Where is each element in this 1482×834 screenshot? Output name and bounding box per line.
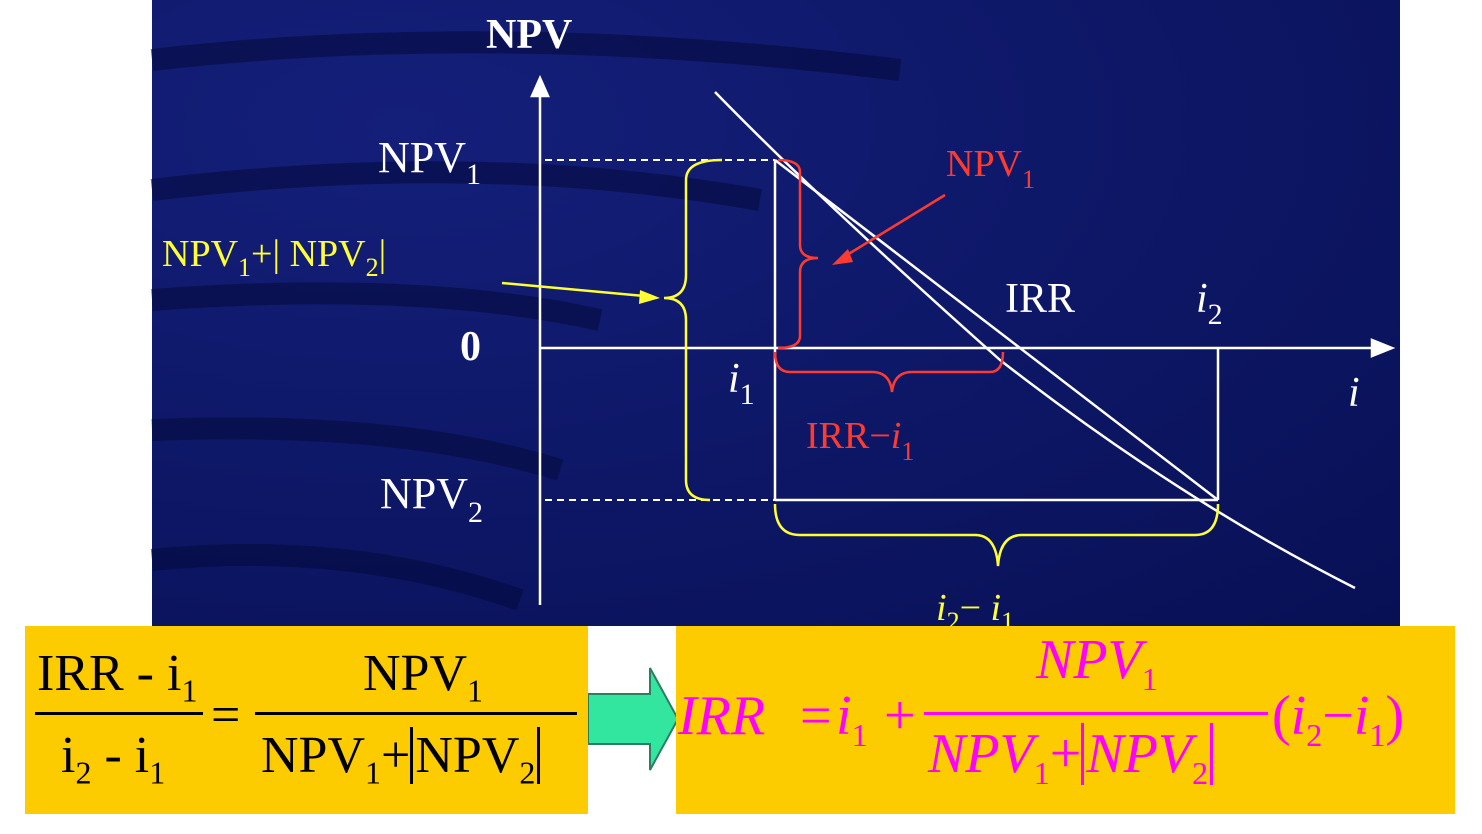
npv-curve [714, 91, 1356, 590]
left-rhs-fraction-bar [255, 712, 577, 715]
y-axis-label: NPV [486, 12, 572, 58]
sum-label: NPV1+| NPV2| [162, 233, 386, 282]
guide-lines [773, 160, 1220, 502]
left-num: IRR - i1 [37, 645, 198, 709]
i2-minus-i1-yellow-brace [773, 503, 1220, 567]
npv1-axis-label: NPV1 [378, 133, 481, 191]
irr-minus-i1-red-brace [773, 351, 1005, 393]
npv1-red-label: NPV1 [946, 143, 1035, 194]
left-rhs-num: NPV1 [363, 645, 484, 709]
i2-label: i2 [1196, 276, 1223, 331]
sum-yellow-arrow-line [501, 281, 645, 298]
left-formula-box: IRR - i1 i2 - i1 = NPV1 NPV1+NPV2 [25, 626, 588, 814]
y-axis-arrowhead [530, 74, 550, 98]
right-num: NPV1 [1036, 629, 1158, 698]
right-equals: = [800, 685, 832, 747]
secant-line [774, 159, 1219, 501]
x-axis-arrowhead [1370, 338, 1396, 358]
origin-label: 0 [460, 324, 481, 370]
dashed-guides [545, 159, 775, 501]
npv1-red-arrowhead [832, 249, 853, 265]
npv2-axis-label: NPV2 [380, 469, 483, 529]
background-swooshes [150, 31, 902, 611]
npv1-red-arrow-line [841, 193, 946, 260]
x-axis-label: i [1348, 370, 1360, 416]
right-formula-box: IRR = i1 + NPV1 NPV1+NPV2 (i2−i1) [676, 626, 1455, 814]
sum-yellow-brace [663, 158, 723, 502]
i2-minus-i1-label: i2− i1 [936, 587, 1014, 636]
left-fraction-bar [35, 712, 203, 715]
right-paren: (i2−i1) [1272, 685, 1405, 754]
irr-label: IRR [1005, 276, 1075, 322]
irr-minus-i1-label: IRR−i1 [806, 415, 914, 466]
axes [530, 74, 1396, 605]
left-equals: = [211, 687, 241, 744]
left-den: i2 - i1 [61, 727, 166, 791]
implication-arrow [587, 667, 680, 771]
left-rhs-den: NPV1+NPV2 [261, 727, 541, 788]
right-lhs: IRR [678, 685, 766, 747]
npv1-red-brace [777, 158, 819, 350]
right-den: NPV1+NPV2 [928, 723, 1214, 789]
right-plus: + [884, 685, 916, 747]
right-i1: i1 [836, 685, 868, 754]
i1-label: i1 [728, 356, 755, 411]
right-fraction-bar [924, 712, 1268, 715]
sum-yellow-arrowhead [639, 290, 660, 304]
